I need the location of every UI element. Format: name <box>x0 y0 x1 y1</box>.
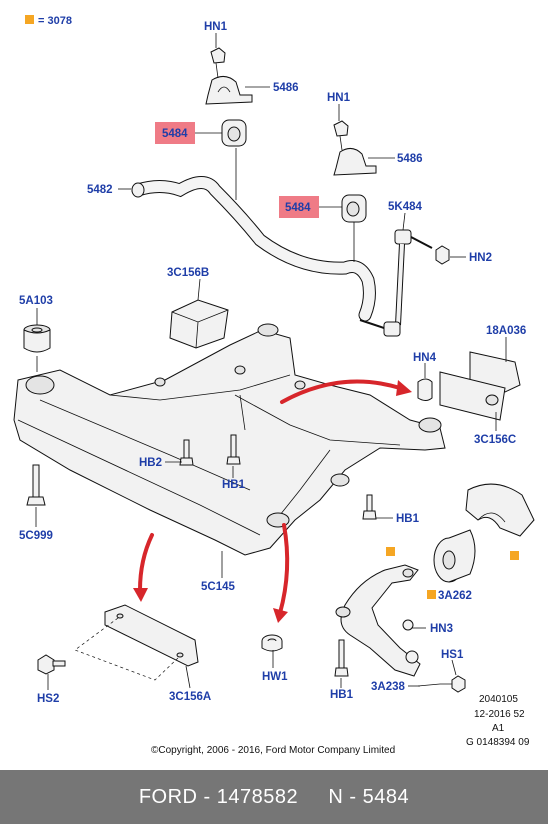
label-hn2: HN2 <box>469 252 492 264</box>
exploded-parts-diagram: = 3078 <box>13 15 535 756</box>
mount-3c156b <box>169 299 229 349</box>
label-5486: 5486 <box>397 153 423 165</box>
label-5a103: 5A103 <box>19 295 53 307</box>
ref-code: A1 <box>492 723 505 734</box>
label-hb1: HB1 <box>396 513 420 525</box>
bolt-hb1-a <box>226 434 241 465</box>
bolt-hs1 <box>417 675 466 693</box>
ref-code: 2040105 <box>479 694 518 705</box>
red-arrow-head <box>133 588 148 602</box>
red-arrow <box>280 379 402 404</box>
bolt-hb1-b <box>362 494 377 520</box>
label-3a262: 3A262 <box>438 590 472 602</box>
bushing-bracket <box>465 483 535 537</box>
control-arm-3a262 <box>335 564 421 677</box>
label-hw1: HW1 <box>262 671 288 683</box>
washer-hw1 <box>261 634 283 652</box>
bushing-5484-b <box>341 194 367 223</box>
label-5482: 5482 <box>87 184 113 196</box>
bolt-hs2 <box>37 654 66 675</box>
label-hs2: HS2 <box>37 693 59 705</box>
legend-marker <box>427 590 436 599</box>
label-hn3: HN3 <box>430 623 453 635</box>
label-5484: 5484 <box>285 202 311 214</box>
label-5484: 5484 <box>162 128 188 140</box>
nut-hn1-a <box>210 47 226 64</box>
highlight-box <box>155 122 195 144</box>
stabilizer-link-5k484 <box>359 229 433 337</box>
bracket-5486-b <box>333 148 377 176</box>
front-subframe-5c145 <box>13 323 446 556</box>
ref-code: 12-2016 52 <box>474 709 525 720</box>
bolt-5c999 <box>26 464 46 506</box>
label-hs1: HS1 <box>441 649 464 661</box>
red-arrow <box>138 533 154 592</box>
label-3c156a: 3C156A <box>169 691 211 703</box>
bushing-hn4 <box>417 378 433 401</box>
label-5k484: 5K484 <box>388 201 422 213</box>
bolt-hb1-c <box>334 639 349 677</box>
label-hb1: HB1 <box>222 479 246 491</box>
stabilizer-bar <box>131 176 376 322</box>
ref-code: G 0148394 09 <box>466 737 530 748</box>
legend-marker <box>25 15 34 24</box>
label-hb2: HB2 <box>139 457 162 469</box>
red-arrow-head <box>396 380 412 396</box>
label-3c156b: 3C156B <box>167 267 209 279</box>
leader-lines <box>35 33 507 690</box>
legend-marker <box>510 551 519 560</box>
shield-3c156a <box>74 604 199 681</box>
label-5c145: 5C145 <box>201 581 235 593</box>
bushing-5484-a <box>221 119 247 147</box>
copyright-text: ©Copyright, 2006 - 2016, Ford Motor Comp… <box>151 745 395 756</box>
label-hn1: HN1 <box>327 92 351 104</box>
footer-text: FORD - 1478582 N - 5484 <box>138 785 410 808</box>
highlight-box <box>279 196 319 218</box>
red-arrow <box>278 523 290 615</box>
label-5c999: 5C999 <box>19 530 53 542</box>
ball-joint-hn3 <box>402 619 414 631</box>
legend-text: = 3078 <box>38 15 72 27</box>
label-18a036: 18A036 <box>486 325 526 337</box>
label-hn1: HN1 <box>204 21 228 33</box>
bracket-18a036 <box>439 351 521 421</box>
nut-hn2 <box>435 245 450 265</box>
bushing-3a262 <box>433 529 476 583</box>
bracket-5486-a <box>205 76 253 105</box>
label-hb1: HB1 <box>330 689 354 701</box>
red-arrow-head <box>273 608 288 623</box>
label-hn4: HN4 <box>413 352 437 364</box>
label-3a238: 3A238 <box>371 681 405 693</box>
bolt-hb2 <box>179 439 194 466</box>
nut-hn1-b <box>333 120 349 137</box>
legend-marker <box>386 547 395 556</box>
label-3c156c: 3C156C <box>474 434 516 446</box>
label-5486: 5486 <box>273 82 299 94</box>
bushing-5a103 <box>23 324 51 353</box>
footer-bar: FORD - 1478582 N - 5484 <box>0 770 548 824</box>
